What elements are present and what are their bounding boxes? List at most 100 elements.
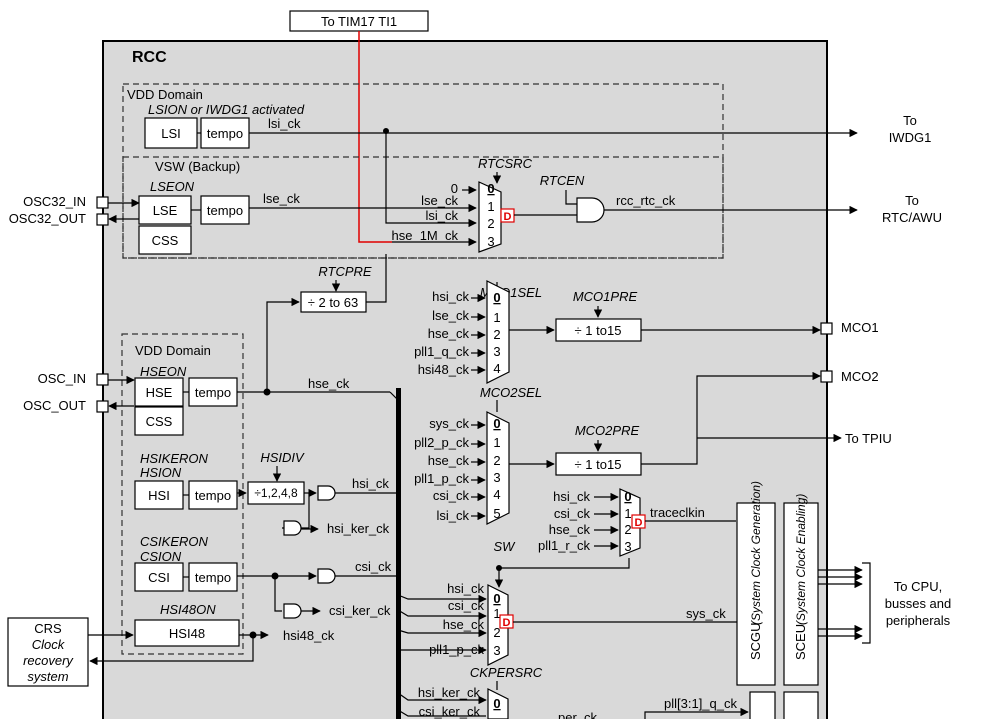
hsi48-ck-label: hsi48_ck (283, 628, 335, 643)
csi-block (134, 562, 184, 592)
svg-text:2: 2 (487, 216, 494, 231)
rtc-in-hse1m: hse_1M_ck (392, 228, 459, 243)
svg-text:2: 2 (493, 453, 500, 468)
lower-block-2 (783, 691, 819, 719)
hsi-tempo-block (188, 480, 238, 510)
mco2-mux (486, 411, 510, 525)
osc32-out-label: OSC32_OUT (9, 211, 86, 226)
per-ck-label: per_ck (558, 710, 598, 719)
svg-text:hsi_ck: hsi_ck (553, 489, 590, 504)
svg-text:1: 1 (493, 606, 500, 621)
rtc-in-0: 0 (451, 181, 458, 196)
svg-text:hse_ck: hse_ck (443, 617, 485, 632)
csi-ck-label: csi_ck (355, 559, 392, 574)
ckper-in-csi-ker: csi_ker_ck (419, 704, 481, 719)
scgu-sublabel: (System Clock Generation) (749, 481, 763, 625)
tim17-label: To TIM17 TI1 (321, 14, 397, 29)
svg-text:0: 0 (493, 290, 500, 305)
trace-inputs: hsi_ck csi_ck hse_ck pll1_r_ck (538, 489, 619, 553)
traceclkin-label: traceclkin (650, 505, 705, 520)
mco2-pin (820, 370, 833, 383)
svg-text:sys_ck: sys_ck (429, 416, 469, 431)
svg-text:2: 2 (493, 625, 500, 640)
vsw-backup-domain (122, 156, 724, 259)
osc32-out-pin (96, 213, 109, 226)
main-clock-bus (396, 388, 401, 719)
lower-block-1 (749, 691, 776, 719)
lsi-ck-label: lsi_ck (268, 116, 301, 131)
tim17-wire (358, 31, 392, 243)
cpu-arrows (818, 562, 871, 644)
lse-tempo-block (200, 195, 250, 225)
svg-text:0: 0 (624, 489, 631, 504)
osc-in-label: OSC_IN (38, 371, 86, 386)
iwdg1-out-2: IWDG1 (889, 130, 932, 145)
rtcsrc-label: RTCSRC (478, 156, 533, 171)
csikeron-label: CSIKERON (140, 534, 209, 549)
svg-text:pll2_p_ck: pll2_p_ck (414, 435, 469, 450)
sw-mux-inputs: 0 1 2 3 (493, 591, 500, 658)
svg-text:hse_ck: hse_ck (549, 522, 591, 537)
svg-text:pll1_p_ck: pll1_p_ck (414, 471, 469, 486)
ckpersrc-label: CKPERSRC (470, 665, 543, 680)
lse-tempo-label: tempo (207, 203, 243, 218)
svg-text:pll1_q_ck: pll1_q_ck (414, 344, 469, 359)
cpu-out-1: To CPU, (894, 579, 942, 594)
csi-tempo-block (188, 562, 238, 592)
vsw-label: VSW (Backup) (155, 159, 240, 174)
mco2sel-label: MCO2SEL (480, 385, 542, 400)
hse-css-block (134, 406, 184, 436)
svg-text:0: 0 (493, 416, 500, 431)
hsi48-block (134, 619, 240, 647)
svg-text:hse_ck: hse_ck (428, 453, 470, 468)
mco2-divider-label: ÷ 1 to15 (575, 457, 622, 472)
svg-text:3: 3 (487, 234, 494, 249)
crs-label: CRS (34, 621, 62, 636)
trace-mux (619, 488, 641, 557)
lsi-block (144, 117, 198, 149)
lsi-tempo-block (200, 117, 250, 149)
mco1-pin (820, 322, 833, 335)
lseon-label: LSEON (150, 179, 195, 194)
hse-tempo-label: tempo (195, 385, 231, 400)
svg-text:4: 4 (493, 361, 500, 376)
hse-css-label: CSS (146, 414, 173, 429)
svg-text:csi_ck: csi_ck (433, 488, 470, 503)
osc-out-label: OSC_OUT (23, 398, 86, 413)
rtc-in-lse: lse_ck (421, 193, 458, 208)
vdd-domain-top-label: VDD Domain (127, 87, 203, 102)
rtcpre-label: RTCPRE (318, 264, 372, 279)
trace-mux-inputs: 0 1 2 3 (624, 489, 631, 554)
svg-text:hsi48_ck: hsi48_ck (418, 362, 470, 377)
hseon-label: HSEON (140, 364, 187, 379)
hsi48-block-label: HSI48 (169, 626, 205, 641)
rtcen-label: RTCEN (540, 173, 585, 188)
rtc-out-2: RTC/AWU (882, 210, 942, 225)
tpiu-out-label: To TPIU (845, 431, 892, 446)
mco2pre-label: MCO2PRE (575, 423, 640, 438)
csi-tempo-label: tempo (195, 570, 231, 585)
hsi48on-label: HSI48ON (160, 602, 216, 617)
csi-block-label: CSI (148, 570, 170, 585)
mco2-mux-inputs: 0 1 2 3 4 5 (493, 416, 500, 521)
hsi-gate (317, 485, 336, 501)
svg-text:csi_ck: csi_ck (448, 598, 485, 613)
ckper-mux-in0: 0 (493, 696, 500, 711)
rtcpre-divider-label: ÷ 2 to 63 (308, 295, 359, 310)
svg-text:0: 0 (493, 591, 500, 606)
osc-in-pin (96, 373, 109, 386)
sceu-block (783, 502, 819, 686)
svg-text:hse_ck: hse_ck (428, 326, 470, 341)
hsion-label: HSION (140, 465, 182, 480)
hsikeron-label: HSIKERON (140, 451, 209, 466)
hse-block (134, 377, 184, 407)
svg-text:lsi_ck: lsi_ck (436, 508, 469, 523)
pll-q-ck-label: pll[3:1]_q_ck (664, 696, 737, 711)
hsi-ck-label: hsi_ck (352, 476, 389, 491)
svg-text:pll1_r_ck: pll1_r_ck (538, 538, 591, 553)
crs-sub-1: Clock (32, 637, 66, 652)
rtc-in-lsi: lsi_ck (425, 208, 458, 223)
svg-text:1: 1 (487, 199, 494, 214)
rcc-rtc-ck-label: rcc_rtc_ck (616, 193, 676, 208)
